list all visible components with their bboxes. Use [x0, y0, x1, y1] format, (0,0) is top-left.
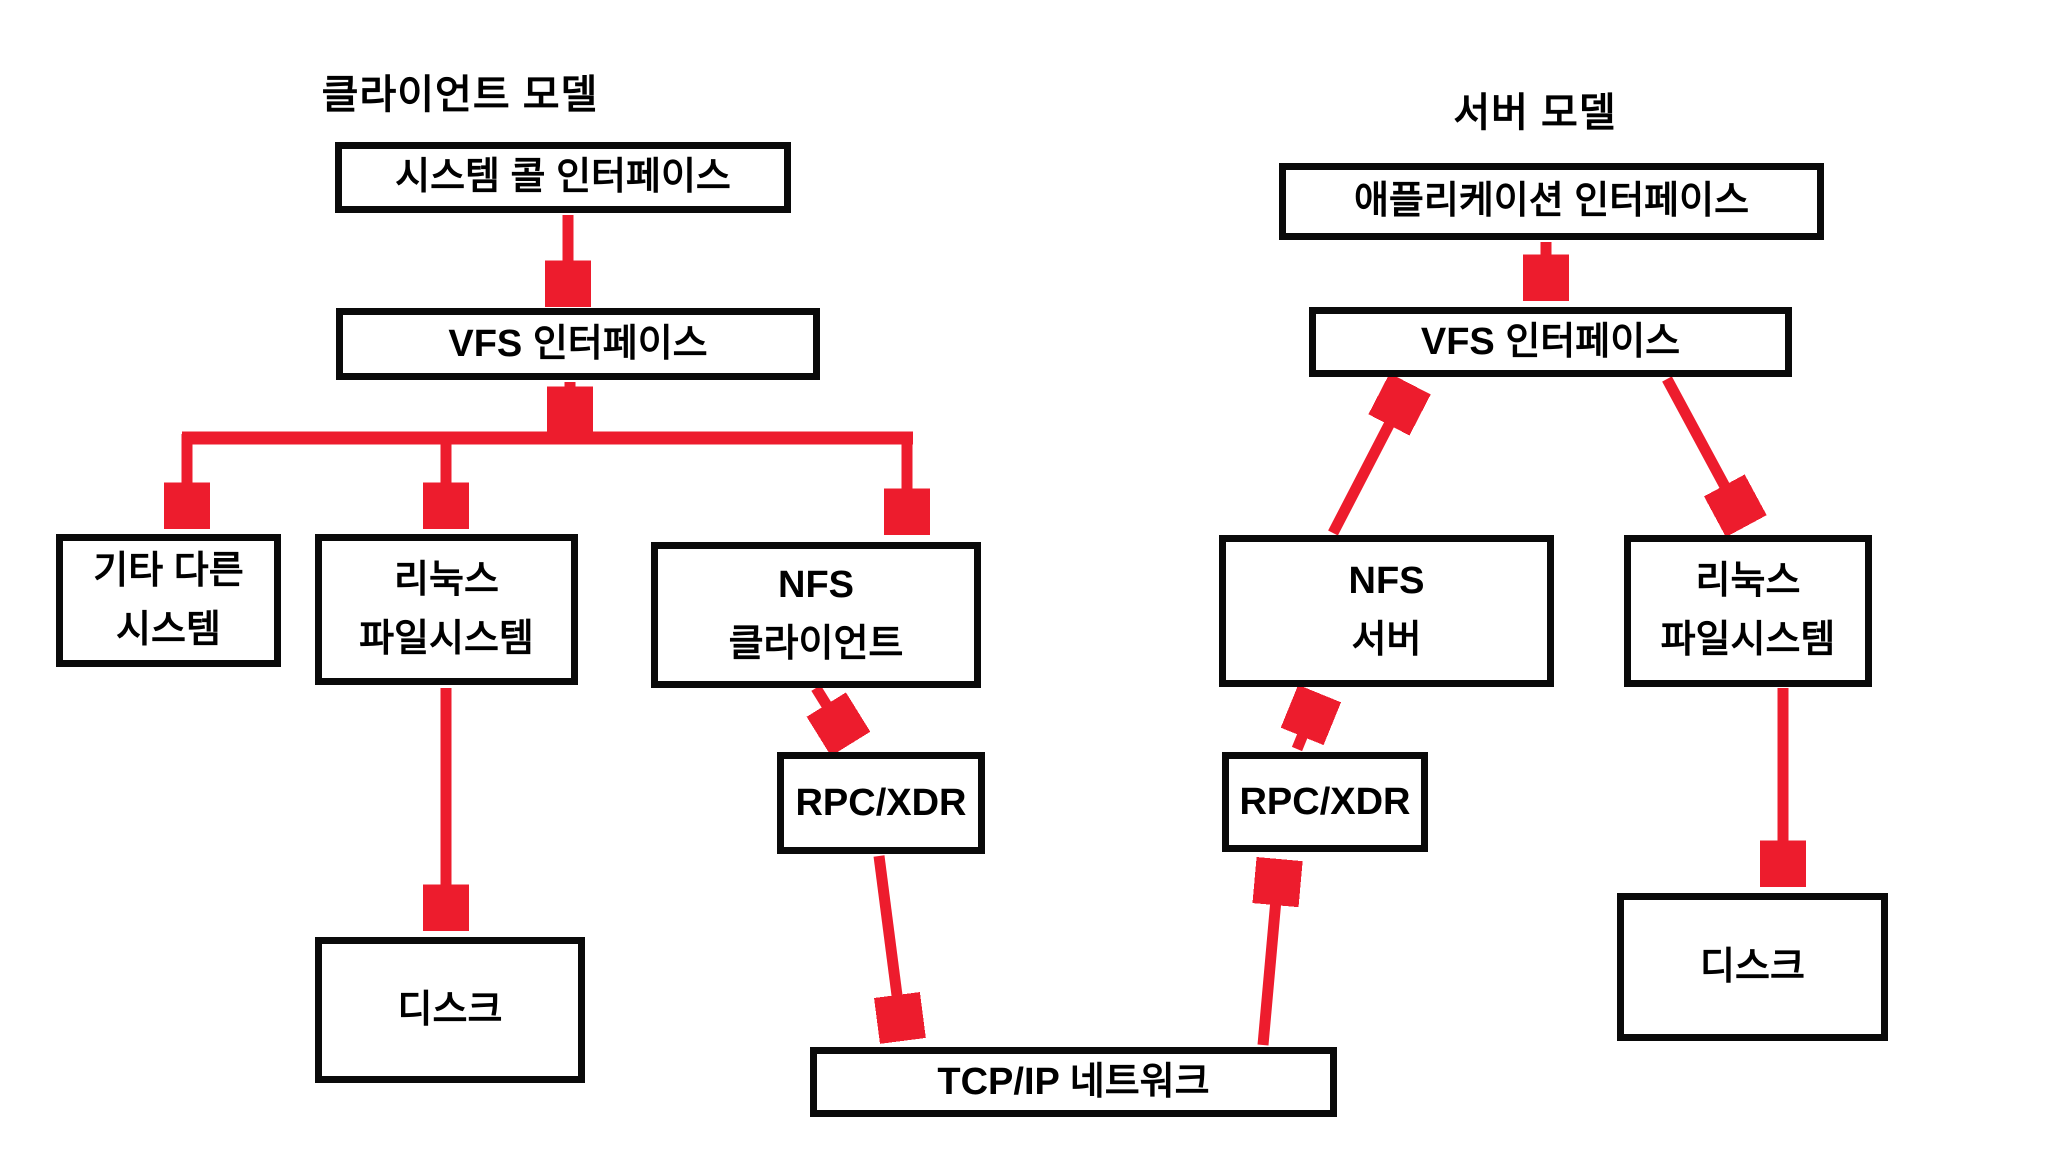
server-model-title: 서버 모델: [1453, 91, 1617, 135]
node-other-systems: 기타 다른 시스템: [56, 534, 281, 667]
node-syscall-interface: 시스템 콜 인터페이스: [335, 142, 791, 213]
client-model-title: 클라이언트 모델: [321, 73, 599, 117]
node-disk-server: 디스크: [1617, 893, 1888, 1041]
arrow-nfs-server-to-vfs: [1328, 390, 1407, 536]
node-nfs-server: NFS 서버: [1219, 535, 1554, 687]
node-app-interface: 애플리케이션 인터페이스: [1279, 163, 1824, 240]
node-nfs-client: NFS 클라이언트: [651, 542, 981, 688]
arrow-nfs-client-to-rpc: [816, 685, 847, 738]
arrow-rpc-to-nfs-server: [1297, 700, 1317, 752]
arrow-rpc-to-tcpip: [873, 855, 902, 1034]
node-vfs-interface-client: VFS 인터페이스: [336, 308, 820, 380]
node-linux-filesystem-server: 리눅스 파일시스템: [1624, 535, 1872, 687]
node-rpc-xdr-server: RPC/XDR: [1222, 752, 1428, 852]
node-rpc-xdr-client: RPC/XDR: [777, 752, 985, 854]
node-disk-client: 디스크: [315, 937, 585, 1083]
arrow-tcpip-to-rpc: [1263, 866, 1279, 1046]
node-vfs-interface-server: VFS 인터페이스: [1309, 307, 1792, 377]
node-linux-filesystem-client: 리눅스 파일시스템: [315, 534, 578, 685]
arrow-vfs-to-linux-fs-server: [1662, 376, 1743, 520]
node-tcpip-network: TCP/IP 네트워크: [810, 1047, 1337, 1117]
